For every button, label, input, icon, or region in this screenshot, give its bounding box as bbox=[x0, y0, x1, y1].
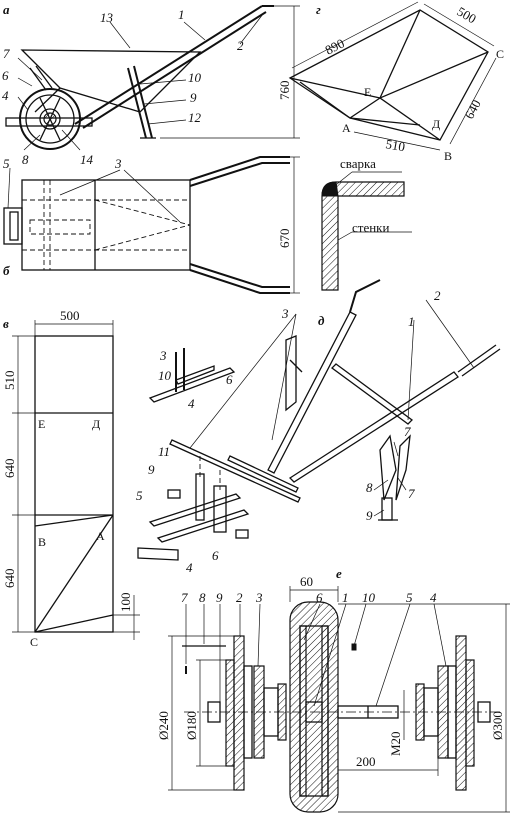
part-2-d: 2 bbox=[434, 288, 441, 303]
part-10-a: 10 bbox=[188, 70, 202, 85]
dim-510-g: 510 bbox=[384, 136, 406, 154]
label-b: б bbox=[3, 263, 10, 278]
part-9-d: 7 bbox=[408, 486, 415, 501]
dim-100-v: 100 bbox=[118, 593, 133, 613]
wheel-top bbox=[3, 207, 23, 245]
part-8-a: 8 bbox=[22, 152, 29, 167]
part-5-d: 4 bbox=[186, 560, 193, 575]
point-d-g: Д bbox=[432, 117, 440, 131]
dim-640a-v: 640 bbox=[2, 459, 17, 479]
weld-label: сварка bbox=[340, 156, 376, 171]
part-1-e: 1 bbox=[342, 590, 349, 605]
label-a: а bbox=[3, 2, 10, 17]
part-6-e: 6 bbox=[316, 590, 323, 605]
point-d-v: Д bbox=[92, 417, 100, 431]
weld-detail: сварка стенки bbox=[321, 156, 412, 291]
dim-510-v: 510 bbox=[2, 371, 17, 391]
dim-200: 200 bbox=[356, 754, 376, 769]
part-6-d1: 6 bbox=[226, 372, 233, 387]
point-c-v: C bbox=[30, 635, 38, 649]
dim-500-g: 500 bbox=[455, 4, 479, 27]
part-6-d2: 6 bbox=[212, 548, 219, 563]
part-4-d2: 5 bbox=[136, 488, 143, 503]
part-3-b: 3 bbox=[114, 156, 122, 171]
point-b-g: B bbox=[444, 149, 452, 163]
part-5-b: 5 bbox=[3, 156, 10, 171]
wheel-side bbox=[19, 88, 81, 150]
point-a-v: A bbox=[96, 529, 105, 543]
part-4-d1: 4 bbox=[188, 396, 195, 411]
dim-890: 890 bbox=[323, 35, 347, 57]
dim-300: Ø300 bbox=[490, 711, 505, 740]
part-7-d1: 10 bbox=[158, 368, 172, 383]
part-7-e: 7 bbox=[181, 590, 188, 605]
dim-760: 760 bbox=[277, 81, 292, 101]
dim-640b-v: 640 bbox=[2, 569, 17, 589]
part-3-d1: 3 bbox=[159, 348, 167, 363]
dim-180: Ø180 bbox=[184, 711, 199, 740]
part-11-d: 8 bbox=[366, 480, 373, 495]
label-g: г bbox=[316, 2, 321, 17]
part-8-e: 8 bbox=[199, 590, 206, 605]
point-a-g: A bbox=[342, 121, 351, 135]
part-5-e: 5 bbox=[406, 590, 413, 605]
part-4-a: 4 bbox=[2, 88, 9, 103]
point-e-v: E bbox=[38, 417, 45, 431]
dim-500-v: 500 bbox=[60, 308, 80, 323]
part-10-e: 10 bbox=[362, 590, 376, 605]
label-v: в bbox=[3, 316, 9, 331]
view-v-pattern: в 500 510 640 640 100 E Д B A C bbox=[2, 308, 140, 649]
part-2-e: 2 bbox=[236, 590, 243, 605]
label-e: е bbox=[336, 566, 342, 581]
part-9-e: 9 bbox=[216, 590, 223, 605]
part-3-d2: 3 bbox=[281, 306, 289, 321]
dim-670: 670 bbox=[277, 229, 292, 249]
dim-240: Ø240 bbox=[156, 711, 171, 740]
part-3-e: 3 bbox=[255, 590, 263, 605]
part-12-a: 12 bbox=[188, 110, 202, 125]
part-13-a: 13 bbox=[100, 10, 114, 25]
point-c-g: C bbox=[496, 47, 504, 61]
part-7-a: 7 bbox=[3, 46, 10, 61]
view-d-exploded: д bbox=[136, 279, 501, 575]
part-7-d2: 11 bbox=[158, 444, 170, 459]
part-9-a: 9 bbox=[190, 90, 197, 105]
part-14-a: 14 bbox=[80, 152, 94, 167]
view-a-side: а 760 bbox=[2, 2, 300, 167]
part-1-a: 1 bbox=[178, 7, 185, 22]
view-g-tray: г 890 500 640 510 A B C Д E bbox=[288, 1, 504, 163]
point-b-v: B bbox=[38, 535, 46, 549]
walls-label: стенки bbox=[352, 220, 389, 235]
dim-60: 60 bbox=[300, 574, 313, 589]
part-12-d: 9 bbox=[366, 508, 373, 523]
dim-m20: M20 bbox=[388, 731, 403, 756]
view-b-top: б 670 3 5 bbox=[3, 156, 300, 294]
part-4-e: 4 bbox=[430, 590, 437, 605]
part-2-a: 2 bbox=[237, 38, 244, 53]
point-e-g: E bbox=[364, 85, 371, 99]
part-10-d: 7 bbox=[404, 424, 411, 439]
dim-640-g: 640 bbox=[461, 97, 483, 121]
part-8-d: 9 bbox=[148, 462, 155, 477]
label-d: д bbox=[318, 313, 325, 328]
view-e-wheel-assembly: е 60 bbox=[156, 566, 510, 813]
part-1-d: 1 bbox=[408, 314, 415, 329]
part-6-a: 6 bbox=[2, 68, 9, 83]
